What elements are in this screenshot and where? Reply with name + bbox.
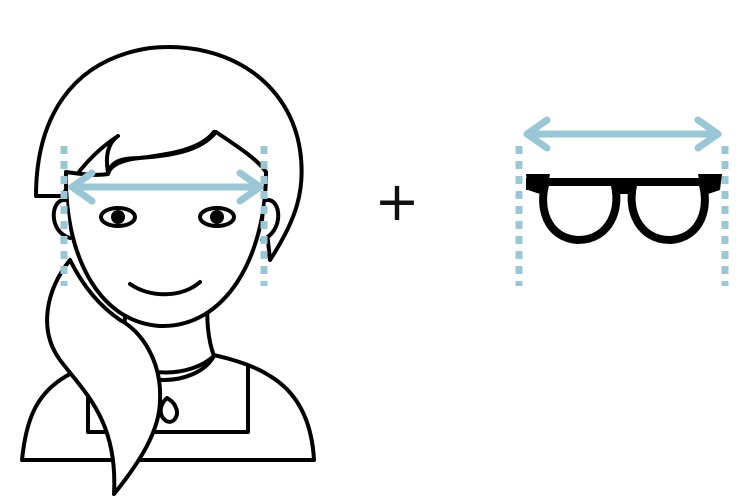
right-pupil: [210, 210, 224, 224]
smile: [128, 280, 202, 297]
double-arrow-icon: [523, 116, 722, 152]
woman-face-icon: [20, 45, 316, 496]
glasses-width-measure: [515, 116, 729, 286]
bridge: [612, 178, 636, 194]
left-temple: [526, 174, 550, 196]
right-lens: [627, 178, 709, 244]
right-temple: [698, 174, 722, 196]
left-pupil: [111, 210, 125, 224]
face-width-measure: [60, 146, 268, 286]
glasses-icon: [526, 174, 722, 244]
double-arrow-icon: [68, 169, 264, 205]
face-outline: [63, 130, 268, 329]
left-lens: [539, 178, 621, 244]
plus-sign: +: [374, 170, 420, 233]
ponytail: [45, 258, 163, 496]
